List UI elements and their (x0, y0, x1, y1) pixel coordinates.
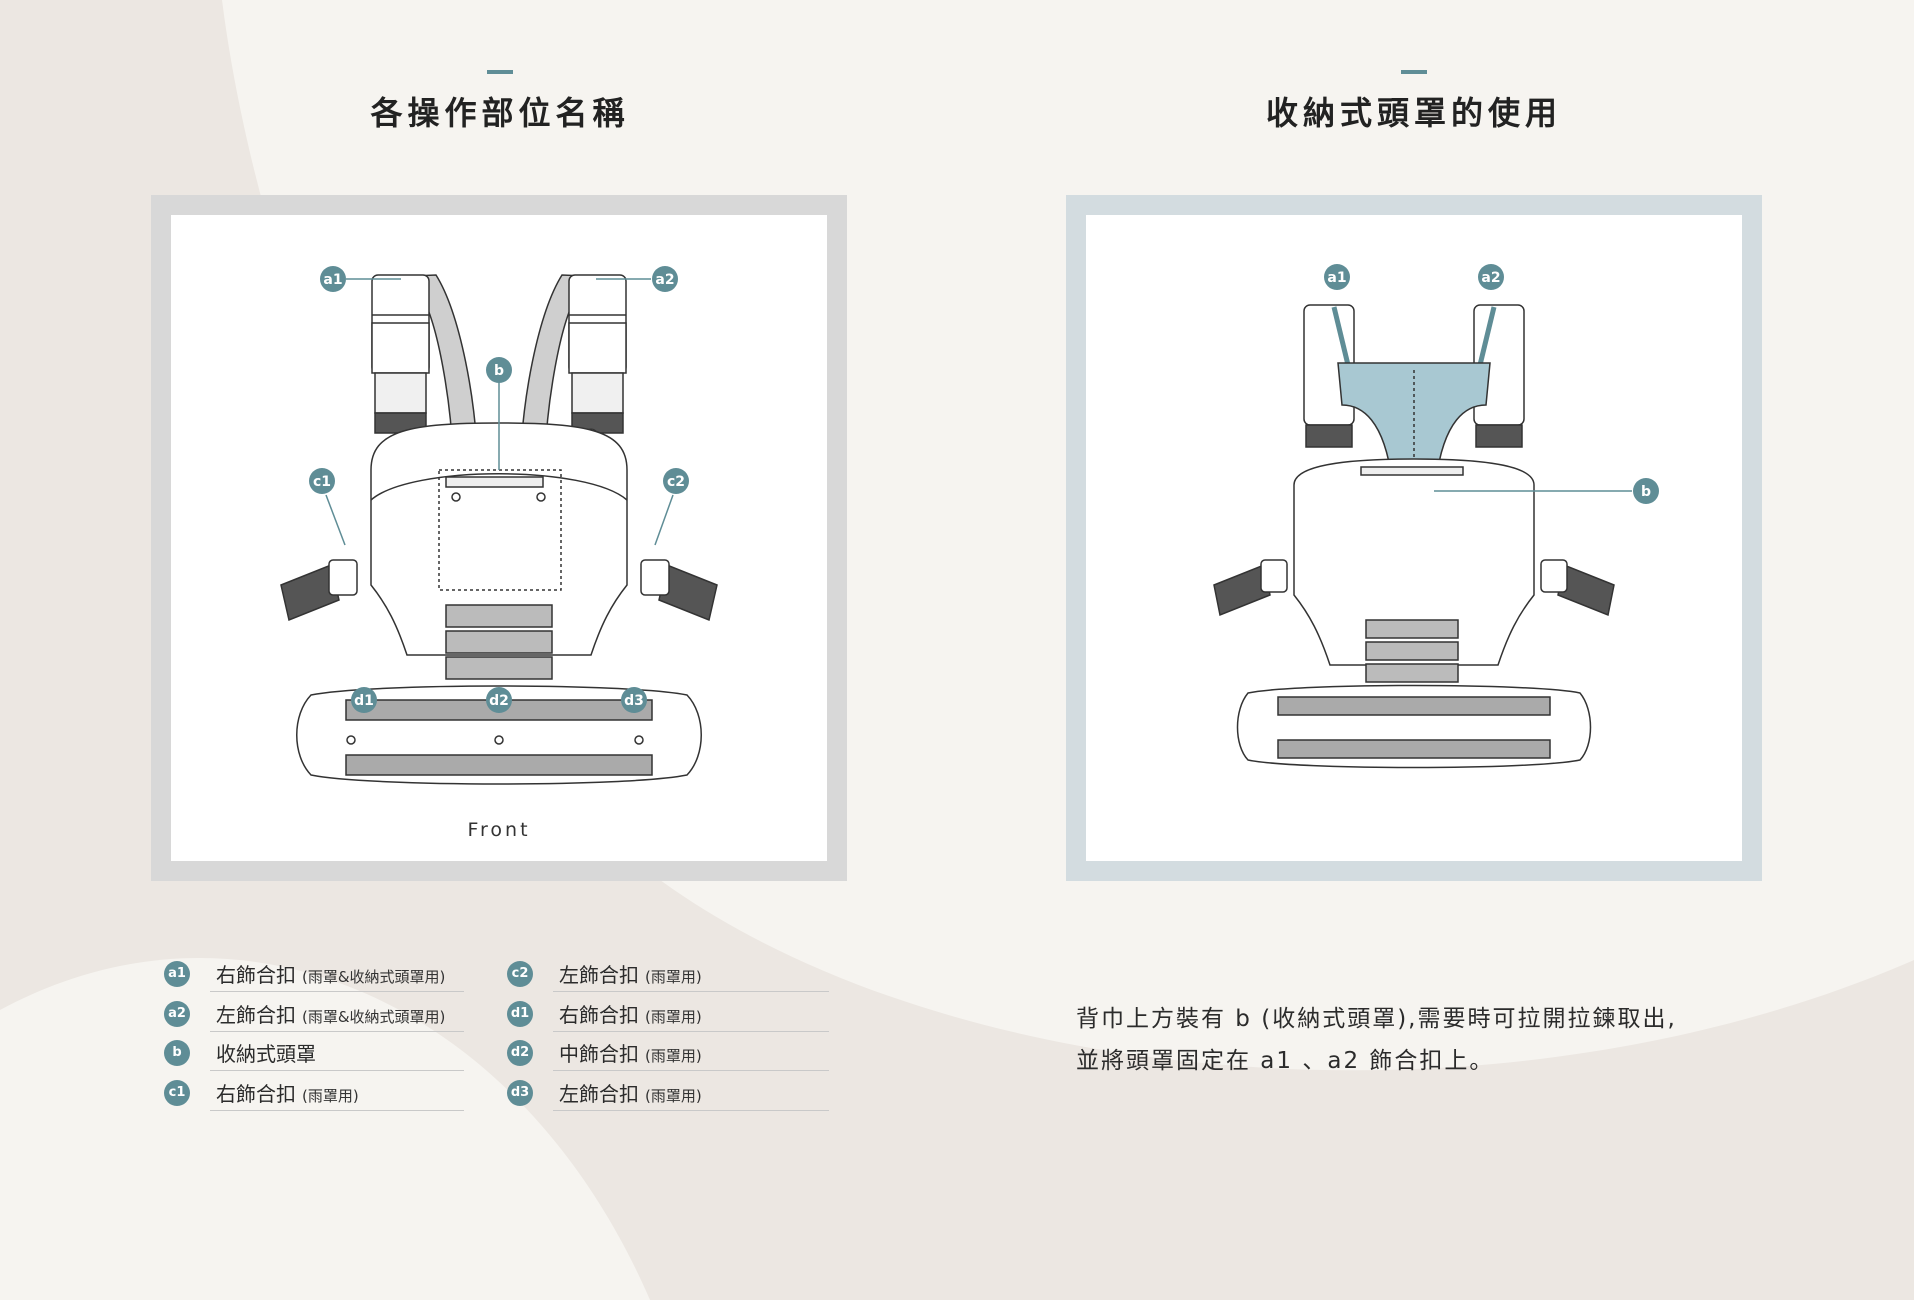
svg-text:c1: c1 (313, 474, 331, 490)
legend-label: 收納式頭罩 (216, 1042, 316, 1066)
baby-carrier-front-illustration: a1 a2 b c1 c2 d1 (280, 266, 718, 841)
legend-item: b 收納式頭罩 (164, 1031, 464, 1071)
legend-badge: c1 (164, 1080, 190, 1106)
legend-item: c2 左飾合扣(雨罩用) (507, 952, 829, 992)
legend-label: 右飾合扣(雨罩&收納式頭罩用) (216, 963, 446, 987)
svg-text:a2: a2 (1481, 270, 1500, 286)
hood-callout-b: b (1633, 478, 1659, 504)
svg-text:a2: a2 (655, 272, 674, 288)
description-line-2: 並將頭罩固定在 a1 、a2 飾合扣上。 (1076, 1048, 1495, 1074)
callout-b: b (486, 357, 512, 383)
callout-d2: d2 (486, 687, 512, 713)
hood-callout-a1: a1 (1324, 264, 1350, 290)
parts-diagram-panel: a1 a2 b c1 c2 d1 (151, 195, 847, 881)
legend-label: 左飾合扣(雨罩用) (559, 963, 702, 987)
svg-text:d1: d1 (354, 693, 374, 709)
callout-lines (325, 278, 674, 546)
legend-label: 左飾合扣(雨罩用) (559, 1082, 702, 1106)
legend-badge: d1 (507, 1001, 533, 1027)
legend-label: 右飾合扣(雨罩用) (216, 1082, 359, 1106)
right-title-accent (1401, 70, 1427, 74)
svg-text:b: b (494, 363, 504, 379)
callout-c1: c1 (309, 468, 335, 494)
hood-usage-description: 背巾上方裝有 b (收納式頭罩),需要時可拉開拉鍊取出, 並將頭罩固定在 a1 … (1076, 998, 1776, 1082)
legend-divider (210, 991, 464, 992)
callout-d3: d3 (621, 687, 647, 713)
callout-a1: a1 (320, 266, 346, 292)
figure-caption-front: Front (467, 819, 530, 841)
legend-divider (210, 1070, 464, 1071)
svg-text:a1: a1 (323, 272, 342, 288)
left-section-title: 各操作部位名稱 (370, 94, 630, 132)
legend-item: d3 左飾合扣(雨罩用) (507, 1071, 829, 1111)
legend-divider (553, 1110, 829, 1111)
legend-badge: d3 (507, 1080, 533, 1106)
parts-diagram: a1 a2 b c1 c2 d1 (171, 215, 827, 861)
legend-badge: a1 (164, 961, 190, 987)
description-line-1: 背巾上方裝有 b (收納式頭罩),需要時可拉開拉鍊取出, (1076, 1006, 1677, 1032)
svg-text:d3: d3 (624, 693, 644, 709)
legend-item: a1 右飾合扣(雨罩&收納式頭罩用) (164, 952, 464, 992)
legend-item: d2 中飾合扣(雨罩用) (507, 1031, 829, 1071)
legend-label: 中飾合扣(雨罩用) (559, 1042, 702, 1066)
legend-badge: b (164, 1040, 190, 1066)
legend-divider (553, 1031, 829, 1032)
hood (1331, 306, 1497, 481)
legend-divider (553, 991, 829, 992)
hood-diagram-panel: a1 a2 b (1066, 195, 1762, 881)
svg-text:b: b (1641, 484, 1651, 500)
left-shoulder-strap (520, 274, 627, 458)
left-title-accent (487, 70, 513, 74)
callout-c2: c2 (663, 468, 689, 494)
svg-text:c2: c2 (667, 474, 685, 490)
svg-text:d2: d2 (489, 693, 509, 709)
legend-divider (210, 1031, 464, 1032)
legend-item: a2 左飾合扣(雨罩&收納式頭罩用) (164, 992, 464, 1032)
side-buckles (280, 559, 718, 622)
legend-badge: d2 (507, 1040, 533, 1066)
right-shoulder-strap (371, 274, 478, 458)
legend-badge: a2 (164, 1001, 190, 1027)
legend-label: 右飾合扣(雨罩用) (559, 1003, 702, 1027)
legend-label: 左飾合扣(雨罩&收納式頭罩用) (216, 1003, 446, 1027)
legend-item: c1 右飾合扣(雨罩用) (164, 1071, 464, 1111)
legend-item: d1 右飾合扣(雨罩用) (507, 992, 829, 1032)
legend-badge: c2 (507, 961, 533, 987)
legend-divider (210, 1110, 464, 1111)
svg-text:a1: a1 (1327, 270, 1346, 286)
right-section-title: 收納式頭罩的使用 (1265, 94, 1562, 132)
hood-callout-a2: a2 (1478, 264, 1504, 290)
legend-divider (553, 1070, 829, 1071)
baby-carrier-hood-illustration: a1 a2 b (1213, 264, 1659, 769)
callout-a2: a2 (652, 266, 678, 292)
callout-d1: d1 (351, 687, 377, 713)
carrier-body (370, 422, 628, 680)
hood-diagram: a1 a2 b (1086, 215, 1742, 861)
